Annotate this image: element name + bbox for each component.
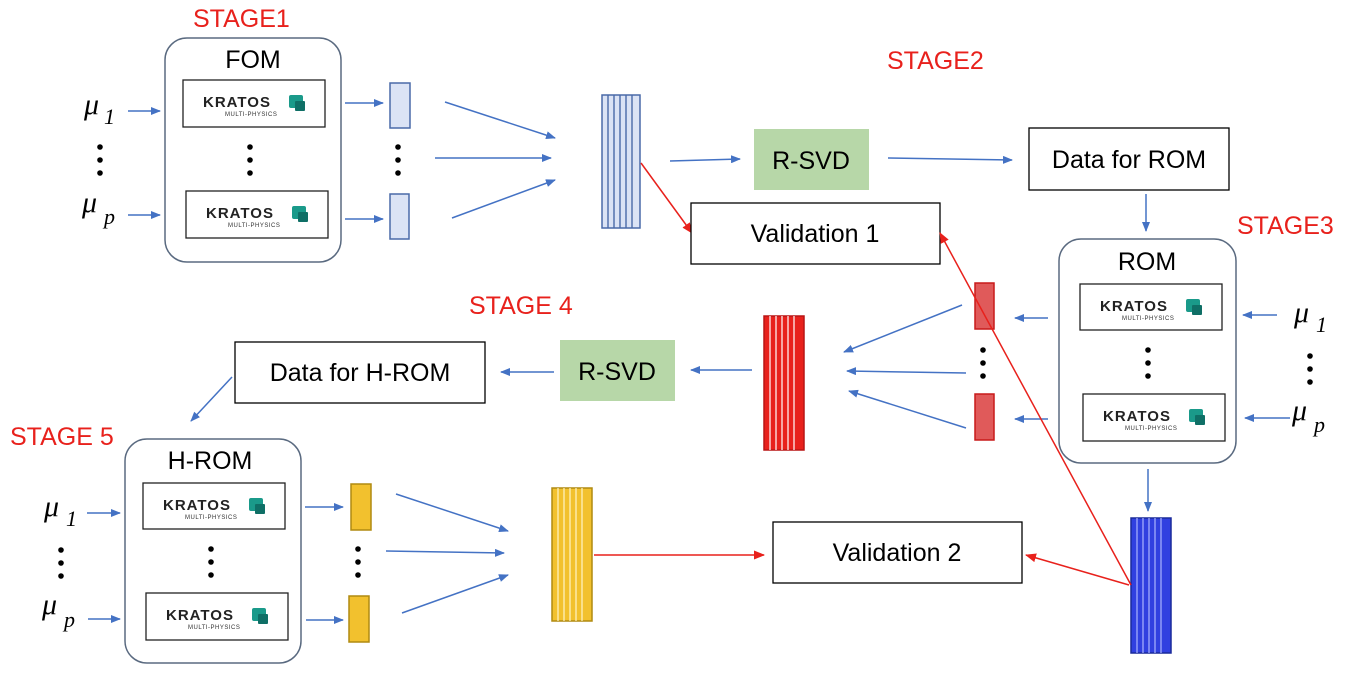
kratos-logo: KRATOS MULTI-PHYSICS (145, 592, 289, 641)
hrom-inputs: μ 1 μ p (41, 490, 121, 632)
svg-text:Validation 2: Validation 2 (833, 539, 962, 567)
rsvd-box-1: R-SVD (754, 129, 869, 190)
kratos-logo: KRATOS MULTI-PHYSICS (185, 190, 329, 239)
kratos-logo: KRATOS MULTI-PHYSICS (182, 79, 326, 128)
svg-text:MULTI-PHYSICS: MULTI-PHYSICS (188, 625, 240, 631)
rom-output-snapshots (974, 282, 1048, 441)
rom-title: ROM (1118, 248, 1176, 276)
mu-p-subscript: p (62, 607, 75, 632)
svg-text:R-SVD: R-SVD (578, 358, 656, 386)
svg-text:Data for H-ROM: Data for H-ROM (270, 359, 451, 387)
stage1-label: STAGE1 (193, 5, 290, 33)
rom-output-matrix (1130, 517, 1172, 654)
data-for-hrom-box: Data for H-ROM (234, 341, 486, 404)
rom-snapshot-matrix (763, 315, 805, 451)
svg-text:Data for ROM: Data for ROM (1052, 146, 1206, 174)
kratos-logo: KRATOS MULTI-PHYSICS (1079, 283, 1223, 331)
validation-2-box: Validation 2 (772, 521, 1023, 584)
mu-p-symbol: μ (41, 588, 57, 621)
svg-text:MULTI-PHYSICS: MULTI-PHYSICS (185, 515, 237, 521)
svg-text:R-SVD: R-SVD (772, 147, 850, 175)
mu-p-symbol: μ (81, 186, 97, 219)
stage5-label: STAGE 5 (10, 423, 114, 451)
mu-p-subscript: p (102, 204, 115, 229)
fom-output-snapshots (345, 82, 411, 240)
hrom-block: H-ROM KRATOS MULTI-PHYSICS KRATOS MULTI-… (124, 438, 302, 664)
svg-text:MULTI-PHYSICS: MULTI-PHYSICS (225, 112, 277, 118)
mu-1-subscript: 1 (66, 506, 77, 531)
kratos-logo: KRATOS MULTI-PHYSICS (1082, 393, 1226, 442)
hrom-output-snapshots (305, 483, 372, 643)
svg-text:KRATOS: KRATOS (163, 497, 231, 514)
mu-1-symbol: μ (1293, 296, 1309, 329)
fom-block: FOM KRATOS MULTI-PHYSICS KRATOS MULTI-PH… (164, 37, 342, 263)
mu-p-symbol: μ (1291, 394, 1307, 427)
svg-text:KRATOS: KRATOS (203, 94, 271, 111)
svg-text:MULTI-PHYSICS: MULTI-PHYSICS (228, 223, 280, 229)
mu-1-subscript: 1 (104, 104, 115, 129)
data-for-rom-box: Data for ROM (1028, 127, 1230, 191)
mu-1-symbol: μ (83, 88, 99, 121)
svg-text:KRATOS: KRATOS (1100, 298, 1168, 315)
mu-1-symbol: μ (43, 490, 59, 523)
svg-text:KRATOS: KRATOS (1103, 408, 1171, 425)
fom-snapshot-matrix (601, 94, 641, 229)
validation-1-box: Validation 1 (690, 202, 941, 265)
fom-title: FOM (225, 46, 281, 74)
hrom-snapshot-matrix (551, 487, 593, 622)
svg-text:KRATOS: KRATOS (206, 205, 274, 222)
mu-p-subscript: p (1312, 412, 1325, 437)
svg-text:KRATOS: KRATOS (166, 607, 234, 624)
hrom-title: H-ROM (168, 447, 253, 475)
rom-inputs: μ 1 μ p (1242, 296, 1327, 437)
rom-block: ROM KRATOS MULTI-PHYSICS KRATOS MULTI-PH… (1058, 238, 1237, 464)
svg-text:MULTI-PHYSICS: MULTI-PHYSICS (1125, 426, 1177, 432)
kratos-logo: KRATOS MULTI-PHYSICS (142, 482, 286, 530)
fom-inputs: μ 1 μ p (81, 88, 161, 229)
stage3-label: STAGE3 (1237, 212, 1334, 240)
mu-1-subscript: 1 (1316, 312, 1327, 337)
stage4-label: STAGE 4 (469, 292, 573, 320)
stage2-label: STAGE2 (887, 47, 984, 75)
svg-text:MULTI-PHYSICS: MULTI-PHYSICS (1122, 316, 1174, 322)
rsvd-box-2: R-SVD (560, 340, 675, 401)
svg-text:Validation 1: Validation 1 (751, 220, 880, 248)
